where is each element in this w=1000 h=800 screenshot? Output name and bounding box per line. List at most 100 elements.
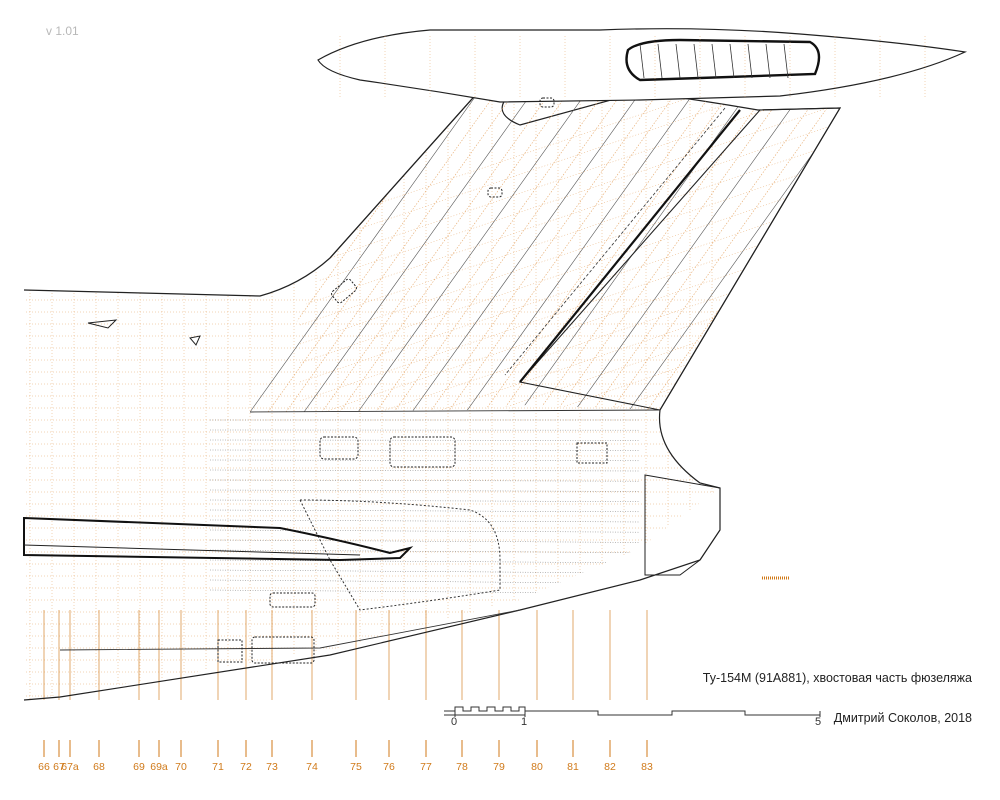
stringer-line	[209, 579, 641, 584]
stringer-line	[209, 539, 641, 543]
frame-label-67a: 67a	[61, 761, 79, 773]
frame-label-76: 76	[383, 761, 395, 773]
frame-label-72: 72	[240, 761, 252, 773]
frame-label-66: 66	[38, 761, 50, 773]
stabilizer-root-spar	[23, 516, 414, 562]
scale-bar	[444, 706, 821, 717]
frame-label-71: 71	[212, 761, 224, 773]
fin-stringer-line	[299, 191, 840, 383]
access-hatch-1	[319, 436, 359, 460]
frame-station-lines	[43, 610, 648, 757]
fin-rib-line	[645, 90, 840, 412]
access-hatch-5	[251, 636, 315, 664]
rudder-inner-line	[504, 107, 726, 376]
fin-rib-line	[250, 90, 481, 412]
tail-cone-box	[644, 474, 721, 576]
stabilizer-fairing	[317, 28, 968, 103]
fin-rib-line	[717, 90, 840, 412]
frame-label-75: 75	[350, 761, 362, 773]
frame-label-69a: 69a	[150, 761, 168, 773]
stringer-line	[209, 529, 641, 533]
frame-label-67: 67	[53, 761, 65, 773]
stabilizer-cells	[339, 36, 926, 98]
fin-rib-line	[753, 90, 840, 412]
engine-nacelle-outline	[299, 499, 501, 611]
frame-label-68: 68	[93, 761, 105, 773]
fin-rib-line	[627, 90, 840, 412]
fin-rib-line	[250, 90, 445, 412]
fin-rib-line	[573, 90, 805, 412]
frame-label-73: 73	[266, 761, 278, 773]
stabilizer-root-lower	[23, 544, 361, 556]
fin-rib-line	[393, 90, 625, 412]
access-hatch-9	[539, 97, 555, 108]
frame-label-82: 82	[604, 761, 616, 773]
stabilizer-rib	[657, 43, 663, 79]
access-hatch-8	[487, 187, 503, 198]
fin-rib-line	[250, 90, 463, 412]
vent-mark-2	[189, 335, 201, 346]
fin-rib-line	[303, 90, 535, 412]
stringer-line	[209, 549, 641, 553]
stabilizer-rib	[675, 43, 681, 79]
fin-rib-line	[663, 90, 840, 412]
fin-rib-line	[411, 90, 643, 412]
fin-stringer-line	[299, 153, 840, 345]
scale-label-1: 1	[521, 716, 528, 728]
fuselage-outline	[23, 87, 842, 701]
fin-rib-line	[609, 90, 840, 412]
fin-leading-edge	[329, 89, 481, 259]
frame-label-83: 83	[641, 761, 653, 773]
drawing-caption: Ту-154М (91А881), хвостовая часть фюзеля…	[702, 671, 972, 685]
fin-rib-line	[375, 90, 607, 412]
frame-label-77: 77	[420, 761, 432, 773]
stabilizer-rib	[711, 43, 717, 79]
fin-rib-line	[250, 90, 373, 412]
fin-rib-line	[807, 90, 840, 412]
stabilizer-rib	[639, 43, 645, 79]
stringer-line	[209, 479, 641, 482]
fin-rib-line	[771, 90, 840, 412]
stabilizer-rib	[693, 43, 699, 79]
fin-stringer-line	[299, 172, 840, 364]
fin-stringer-line	[299, 229, 840, 412]
frame-label-78: 78	[456, 761, 468, 773]
stabilizer-rib	[765, 43, 771, 79]
fin-rib-line	[250, 90, 427, 412]
rudder-hinge-line	[519, 109, 741, 383]
stringer-line	[209, 489, 641, 492]
stabilizer-rib	[729, 43, 735, 79]
stabilizer-spar-box	[625, 38, 821, 82]
stringer-line	[209, 449, 641, 451]
stringer-line	[209, 509, 641, 512]
fin-rib-line	[250, 90, 409, 412]
access-hatch-4	[269, 592, 316, 608]
vent-mark	[87, 319, 118, 329]
access-hatch-3	[576, 442, 608, 464]
fin-stringer-line	[299, 115, 840, 307]
access-hatch-7	[331, 278, 357, 304]
scale-label-0: 0	[451, 716, 458, 728]
fin-rib-line	[465, 90, 697, 412]
stabilizer-rib	[747, 43, 753, 79]
fin-rib-line	[735, 90, 840, 412]
access-hatch-6	[217, 639, 243, 663]
fin-root-line	[249, 409, 661, 413]
stringer-line	[209, 559, 641, 563]
lower-fuselage-line	[59, 609, 521, 651]
access-hatch-2	[389, 436, 456, 468]
version-label: v 1.01	[46, 24, 79, 38]
fin-rib-line	[447, 90, 679, 412]
fin-rib-line	[357, 90, 589, 412]
scale-label-5: 5	[815, 716, 822, 728]
stringer-line	[209, 569, 641, 574]
fin-stringer-line	[299, 134, 840, 326]
frame-label-70: 70	[175, 761, 187, 773]
stringer-line	[209, 499, 641, 502]
fin-rib-line	[537, 90, 769, 412]
author-credit: Дмитрий Соколов, 2018	[833, 711, 972, 725]
stringer-line	[209, 459, 641, 461]
fin-rib-line	[483, 90, 715, 412]
